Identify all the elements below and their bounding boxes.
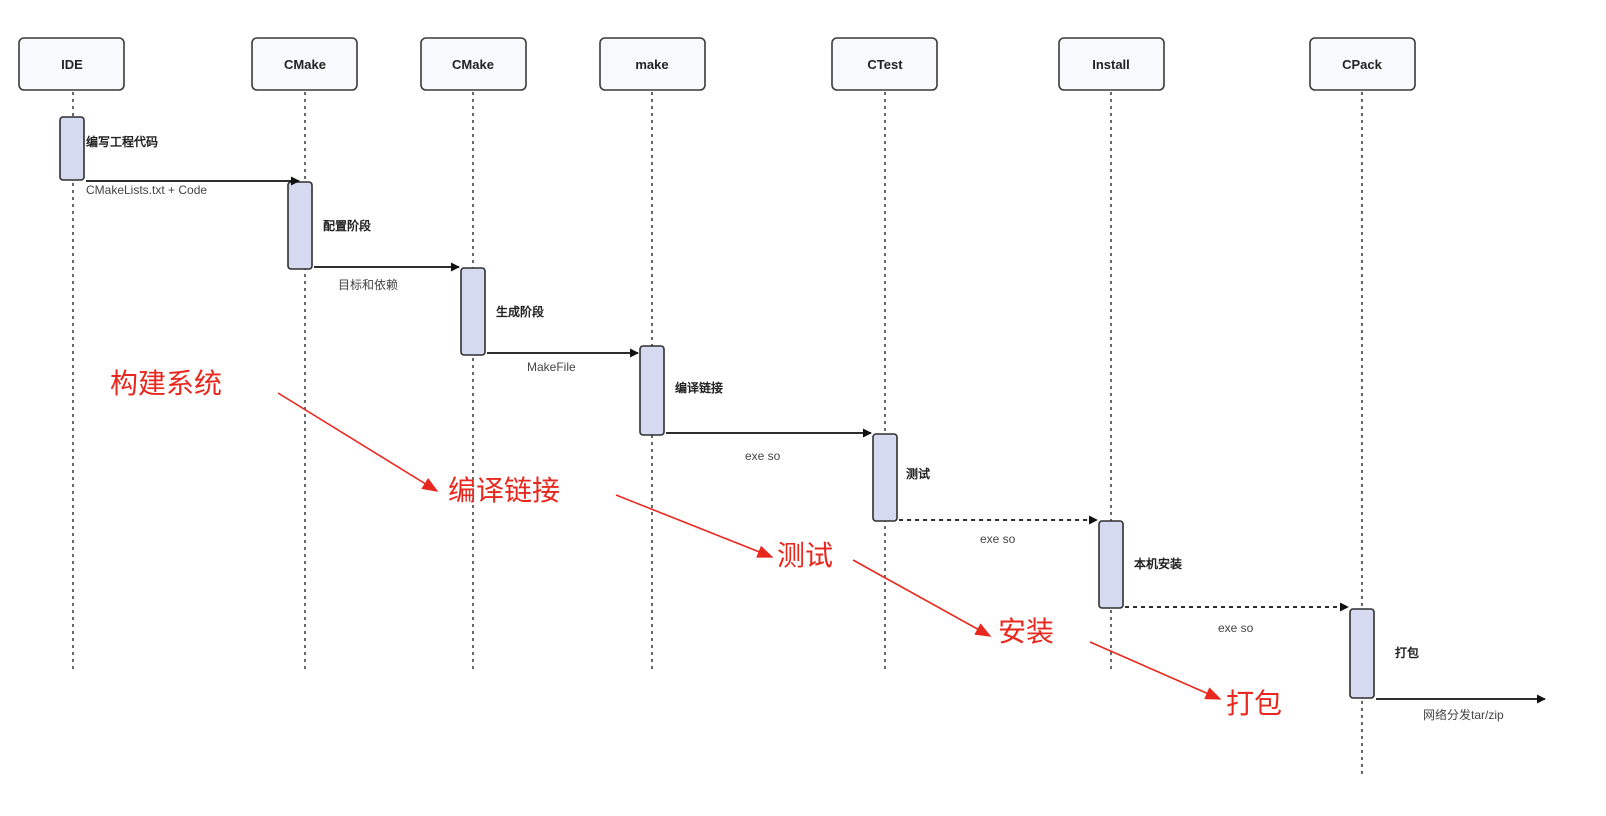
participant-cmake-1: CMake — [251, 37, 358, 91]
message-label: MakeFile — [527, 360, 576, 374]
annotation-arrow — [852, 559, 992, 637]
annotation-label: 打包 — [1226, 687, 1282, 720]
annotation-label: 构建系统 — [110, 367, 222, 400]
participant-install: Install — [1058, 37, 1165, 91]
message-label: exe so — [980, 532, 1016, 546]
participant-cpack: CPack — [1309, 37, 1416, 91]
message-label: exe so — [745, 449, 781, 463]
message-label: exe so — [1218, 621, 1254, 635]
participant-label: CMake — [452, 57, 494, 72]
participant-make: make — [599, 37, 706, 91]
activation-make — [639, 345, 665, 436]
activation-cpack — [1349, 608, 1375, 699]
message-label: 网络分发tar/zip — [1423, 707, 1504, 722]
participant-label: CTest — [867, 57, 903, 72]
annotation-label: 安装 — [998, 615, 1054, 648]
message-label: 目标和依赖 — [338, 277, 398, 292]
action-label: 配置阶段 — [323, 218, 372, 233]
participant-ctest: CTest — [831, 37, 938, 91]
action-label: 编译链接 — [674, 380, 723, 395]
annotation-label: 编译链接 — [448, 474, 560, 507]
activation-ctest — [872, 433, 898, 522]
action-label: 测试 — [906, 466, 930, 481]
activation-cmake-1 — [287, 181, 313, 270]
participant-label: Install — [1092, 57, 1130, 72]
message-label: CMakeLists.txt + Code — [86, 183, 207, 197]
annotation-label: 测试 — [777, 539, 833, 572]
activation-labels: 编写工程代码 配置阶段 生成阶段 编译链接 测试 本机安装 打包 — [85, 134, 1419, 660]
participant-label: IDE — [61, 57, 83, 72]
action-label: 生成阶段 — [496, 304, 545, 319]
activation-install — [1098, 520, 1124, 609]
participant-label: make — [635, 57, 668, 72]
annotations: 构建系统 编译链接 测试 安装 打包 — [110, 367, 1282, 720]
messages: CMakeLists.txt + Code 目标和依赖 MakeFile exe… — [86, 176, 1546, 722]
annotation-arrow — [615, 494, 774, 558]
annotation-arrow — [1089, 641, 1222, 700]
action-label: 本机安装 — [1134, 556, 1182, 571]
annotation-arrow — [277, 392, 439, 492]
activation-cmake-2 — [460, 267, 486, 356]
activation-ide — [59, 116, 85, 181]
action-label: 打包 — [1395, 645, 1419, 660]
participant-cmake-2: CMake — [420, 37, 527, 91]
participant-ide: IDE — [18, 37, 125, 91]
participants: IDE CMake CMake make CTest Install CPack — [18, 37, 1416, 91]
activations — [59, 116, 1375, 699]
action-label: 编写工程代码 — [85, 134, 158, 149]
participant-label: CMake — [284, 57, 326, 72]
participant-label: CPack — [1342, 57, 1383, 72]
